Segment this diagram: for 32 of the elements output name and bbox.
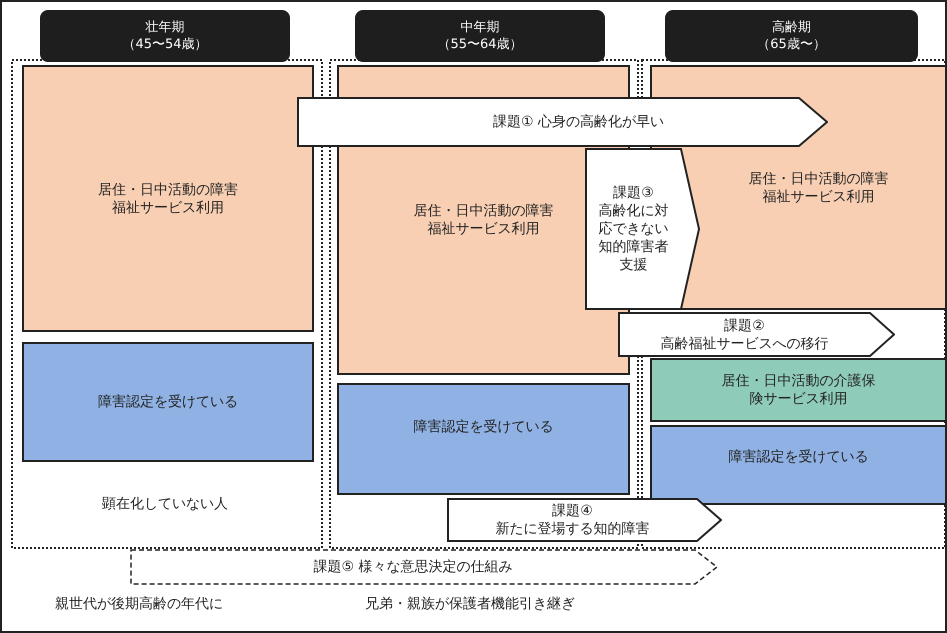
issue-text: 高齢福祉サービスへの移行 <box>660 334 828 352</box>
box-text: 居住・日中活動の障害福祉サービス利用 <box>412 202 554 238</box>
period-header <box>355 10 605 62</box>
category-box <box>22 65 314 332</box>
category-box <box>22 342 314 462</box>
box-text: 障害認定を受けている <box>98 393 238 411</box>
note-text: 顕在化していない人 <box>102 495 228 513</box>
period-header <box>40 10 290 62</box>
note-text: 兄弟・親族が保護者機能引き継ぎ <box>365 595 575 613</box>
issue-number: 課題② <box>724 316 765 334</box>
period-header <box>665 10 918 62</box>
box-text: 居住・日中活動の障害福祉サービス利用 <box>748 170 890 206</box>
issue-text: 高齢化に対応できない知的障害者支援 <box>598 202 670 274</box>
age-range: （65歳〜） <box>757 36 826 53</box>
category-box <box>650 425 947 505</box>
box-text: 居住・日中活動の障害福祉サービス利用 <box>97 180 239 216</box>
box-text: 障害認定を受けている <box>414 418 554 436</box>
issue-text: 課題① 心身の高齢化が早い <box>492 113 664 131</box>
period-title: 中年期 <box>460 19 500 36</box>
age-range: （55〜64歳） <box>437 36 523 53</box>
age-range: （45〜54歳） <box>122 36 208 53</box>
box-text: 障害認定を受けている <box>728 448 868 466</box>
issue-number: 課題③ <box>613 184 654 202</box>
period-title: 高齢期 <box>772 19 811 36</box>
note-text: 親世代が後期高齢の年代に <box>55 595 223 613</box>
category-box <box>337 383 630 495</box>
issue-text: 課題⑤ 様々な意思決定の仕組み <box>313 558 512 576</box>
category-box <box>650 358 947 422</box>
period-title: 壮年期 <box>146 19 184 36</box>
box-text: 居住・日中活動の介護保険サービス利用 <box>720 372 876 408</box>
issue-text: 新たに登場する知的障害 <box>496 520 650 538</box>
issue-number: 課題④ <box>552 502 593 520</box>
